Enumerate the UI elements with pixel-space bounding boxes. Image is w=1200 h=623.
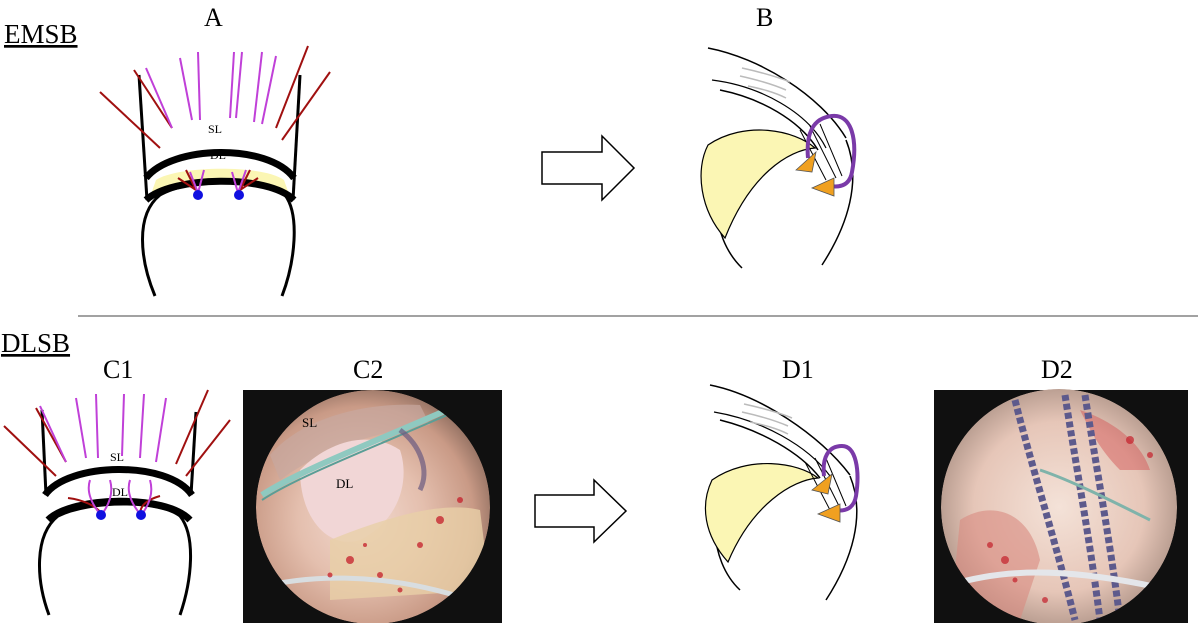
panel-label-d1: D1	[782, 355, 814, 384]
panel-c2-dl-label: DL	[336, 476, 353, 491]
panel-a-sl-label: SL	[208, 122, 222, 136]
panel-label-a: A	[204, 3, 223, 32]
panel-label-c2: C2	[353, 355, 383, 384]
panel-c2-sl-label: SL	[302, 415, 317, 430]
panel-d2-arthroscopy	[934, 389, 1188, 623]
panel-a-dl-label: DL	[210, 148, 226, 162]
panel-c1-dl-label: DL	[112, 485, 128, 499]
panel-d1-schematic	[704, 384, 860, 601]
section-label-emsb: EMSB	[4, 19, 78, 49]
panel-label-b: B	[756, 3, 773, 32]
panel-b-schematic	[700, 47, 857, 269]
arrow-bottom	[534, 478, 628, 544]
panel-a-schematic	[99, 45, 331, 297]
panel-label-c1: C1	[103, 355, 133, 384]
arrow-top	[541, 134, 636, 202]
section-label-dlsb: DLSB	[1, 328, 70, 358]
panel-c2-arthroscopy	[243, 390, 502, 623]
panel-label-d2: D2	[1041, 355, 1073, 384]
panel-c1-schematic	[3, 389, 231, 616]
panel-c1-sl-label: SL	[110, 450, 124, 464]
